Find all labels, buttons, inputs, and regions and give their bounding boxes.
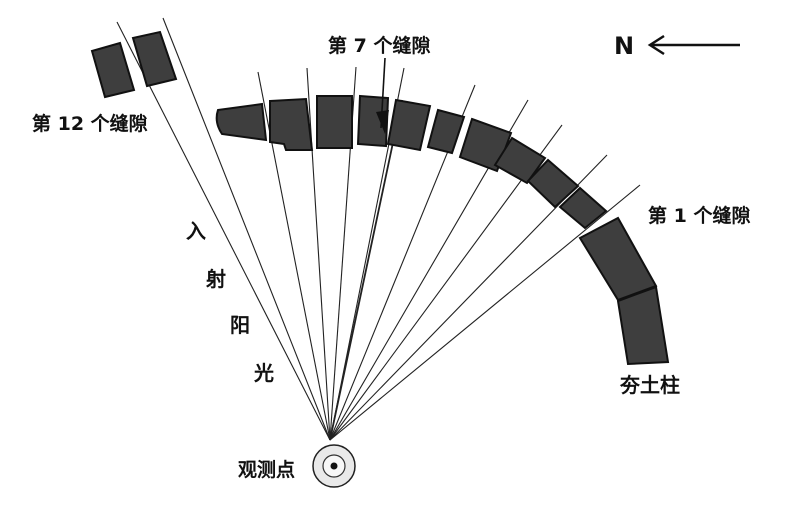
sight-line-10 xyxy=(306,67,331,441)
pillar-arc-12 xyxy=(616,285,670,366)
sight-line-2 xyxy=(329,184,641,441)
label-incident-light-char-1: 入 xyxy=(186,219,206,243)
pillar-arc-5 xyxy=(386,98,432,152)
north-arrow xyxy=(647,34,740,56)
pillar-arc-3 xyxy=(316,95,353,149)
sight-line-7 xyxy=(329,99,403,441)
pillar-arc-10 xyxy=(558,186,608,230)
label-gap-1: 第 1 个缝隙 xyxy=(648,204,750,227)
pillar-arc-1 xyxy=(215,102,268,142)
observation-point-marker xyxy=(312,444,356,488)
label-observation-point: 观测点 xyxy=(238,459,295,481)
pillar-top-left-2 xyxy=(131,30,178,88)
pillar-arc-6 xyxy=(426,108,466,155)
pillar-arc-2 xyxy=(269,97,314,151)
label-north: N xyxy=(614,32,634,60)
label-incident-light-char-3: 阳 xyxy=(230,313,250,337)
north-arrow-head xyxy=(647,34,665,56)
label-incident-light-char-4: 光 xyxy=(253,361,274,385)
observation-center-dot xyxy=(330,462,338,470)
pillar-top-left-1 xyxy=(90,41,136,99)
pillar-arc-8 xyxy=(493,136,547,185)
label-gap-7: 第 7 个缝隙 xyxy=(328,34,430,57)
label-gap-12: 第 12 个缝隙 xyxy=(32,112,148,135)
pillar-arc-11 xyxy=(578,216,658,302)
sight-line-12a xyxy=(116,21,331,441)
label-incident-light-char-2: 射 xyxy=(205,267,226,291)
rammed-earth-pillars xyxy=(90,30,670,366)
pillar-arc-4 xyxy=(356,94,390,148)
gap-7-pointer xyxy=(376,57,389,134)
label-pillars: 夯土柱 xyxy=(619,373,680,397)
gap-7-pointer-head xyxy=(376,110,389,134)
sight-line-12b xyxy=(162,17,331,441)
pillar-arc-9 xyxy=(526,158,580,209)
